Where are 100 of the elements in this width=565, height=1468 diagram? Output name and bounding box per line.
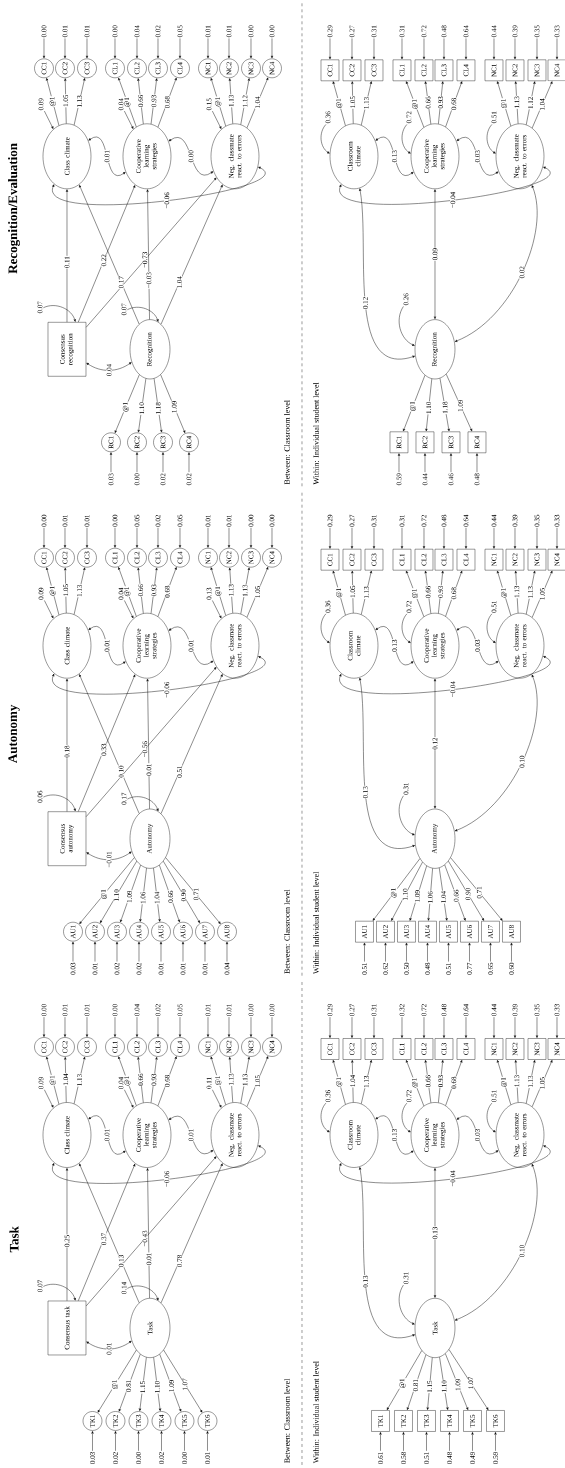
section-label: Between: Classroom level xyxy=(284,400,290,485)
path-arrow xyxy=(118,567,137,617)
error-arrow xyxy=(212,1089,222,1108)
covariance-arrow xyxy=(52,656,266,695)
covariance-arrow xyxy=(456,626,499,665)
loading-arrow xyxy=(438,1060,444,1103)
error-arrow xyxy=(492,1016,496,1038)
error-arrow xyxy=(464,38,468,60)
loading-arrow xyxy=(351,81,354,124)
loading-arrow xyxy=(445,1060,463,1106)
error-arrow xyxy=(449,453,453,473)
path-arrow xyxy=(246,77,269,129)
error-arrow xyxy=(127,796,159,812)
error-arrow xyxy=(535,527,539,549)
loading-arrow xyxy=(514,81,519,124)
path-arrow xyxy=(163,860,200,924)
error-arrow xyxy=(85,527,89,548)
error-arrow xyxy=(398,1284,415,1325)
path-arrow xyxy=(240,1056,250,1104)
covariance-arrow xyxy=(359,1167,415,1339)
path-arrow xyxy=(159,864,180,923)
path-arrow xyxy=(153,378,163,433)
section-label: Between: Classroom level xyxy=(284,889,290,974)
error-arrow xyxy=(350,527,354,549)
path-arrow xyxy=(160,674,223,814)
loading-arrow xyxy=(361,570,372,615)
error-arrow xyxy=(113,38,117,59)
error-arrow xyxy=(63,527,67,548)
loading-arrow xyxy=(444,864,466,921)
path-arrow xyxy=(153,867,161,922)
error-arrow xyxy=(320,1102,330,1133)
path-arrow xyxy=(46,1056,60,1105)
covariance-arrow xyxy=(88,136,126,176)
error-arrow xyxy=(206,38,210,59)
loading-arrow xyxy=(445,81,463,128)
error-arrow xyxy=(227,527,231,548)
error-arrow xyxy=(249,38,253,59)
loading-arrow xyxy=(448,1349,489,1410)
loading-arrow xyxy=(514,1060,519,1103)
error-arrow xyxy=(320,613,330,643)
loading-arrow xyxy=(406,570,425,617)
path-arrow xyxy=(160,374,186,434)
error-arrow xyxy=(270,527,274,548)
loading-arrow xyxy=(372,858,421,921)
loading-arrow xyxy=(409,865,427,921)
loading-arrow xyxy=(386,1350,422,1410)
covariance-arrow xyxy=(456,137,499,176)
error-arrow xyxy=(555,527,559,549)
error-arrow xyxy=(249,1016,253,1037)
error-arrow xyxy=(475,453,479,473)
loading-arrow xyxy=(439,1356,449,1410)
section-label: Within: Individual student level xyxy=(313,1361,319,1464)
error-arrow xyxy=(379,1432,382,1452)
section-label: Between: Classroom level xyxy=(284,1378,290,1464)
error-arrow xyxy=(225,941,229,962)
section-label: Within: Individual student level xyxy=(313,871,319,974)
covariance-arrow xyxy=(339,656,551,694)
path-arrow xyxy=(157,77,177,128)
panel-title: Task xyxy=(9,1226,19,1253)
error-arrow xyxy=(486,1102,496,1133)
error-arrow xyxy=(464,527,468,549)
error-arrow xyxy=(372,1016,376,1038)
error-arrow xyxy=(85,38,89,59)
error-arrow xyxy=(447,942,450,962)
error-arrow xyxy=(212,110,222,129)
path-arrow xyxy=(240,567,250,615)
covariance-arrow xyxy=(168,1116,214,1154)
path-arrow xyxy=(65,1168,69,1301)
path-arrow xyxy=(150,78,158,125)
error-arrow xyxy=(161,452,165,473)
path-arrow xyxy=(100,860,137,924)
error-arrow xyxy=(160,1431,163,1452)
path-arrow xyxy=(46,567,60,616)
error-arrow xyxy=(206,1431,209,1452)
error-arrow xyxy=(464,1016,468,1038)
error-arrow xyxy=(183,1431,186,1452)
path-arrow xyxy=(137,378,147,433)
loading-arrow xyxy=(403,375,426,432)
loading-arrow xyxy=(426,1357,433,1410)
error-arrow xyxy=(135,1016,139,1037)
error-arrow xyxy=(401,613,411,643)
path-arrow xyxy=(246,566,269,618)
path-arrow xyxy=(64,567,67,614)
covariance-arrow xyxy=(456,1115,499,1155)
error-arrow xyxy=(42,1016,46,1037)
error-arrow xyxy=(270,1016,274,1037)
path-arrow xyxy=(163,1349,203,1413)
path-arrow xyxy=(137,567,144,614)
error-arrow xyxy=(115,941,119,962)
error-arrow xyxy=(422,527,426,549)
error-arrow xyxy=(397,453,401,473)
error-arrow xyxy=(42,527,46,548)
error-arrow xyxy=(187,452,191,473)
section-label: Within: Individual student level xyxy=(313,382,319,485)
error-arrow xyxy=(384,942,387,962)
path-arrow xyxy=(138,1357,147,1411)
loading-arrow xyxy=(514,570,519,614)
error-arrow xyxy=(227,38,231,59)
covariance-arrow xyxy=(86,851,132,860)
path-arrow xyxy=(64,78,67,124)
